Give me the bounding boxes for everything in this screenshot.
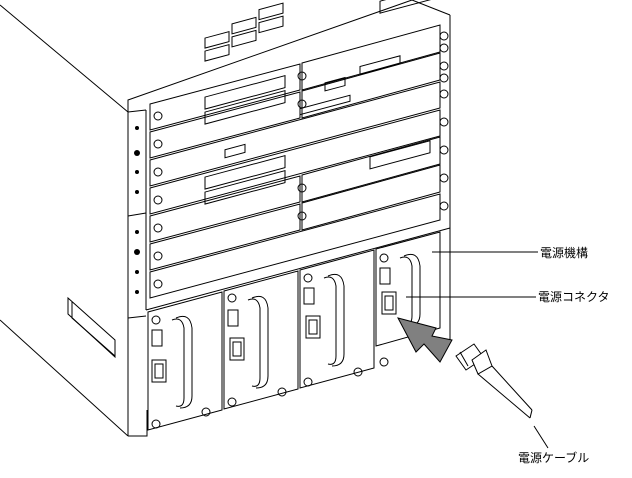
- power-connector-label: 電源コネクタ: [538, 290, 610, 304]
- psu-screws: [151, 253, 389, 429]
- left-edge-screws: [153, 111, 163, 289]
- card-ports: [204, 0, 441, 205]
- power-cable: [455, 343, 533, 419]
- power-unit-label: 電源機構: [540, 246, 589, 260]
- insertion-arrow: [397, 317, 453, 363]
- left-strip-leds: [134, 126, 140, 294]
- power-cable-label: 電源ケーブル: [518, 451, 590, 465]
- power-supply-bays: [147, 231, 441, 431]
- chassis-body: [0, 0, 451, 437]
- callout-leaders: [406, 251, 549, 449]
- upper-card-slots: [149, 24, 441, 299]
- psu-handles: [171, 253, 421, 409]
- right-edge-screws: [297, 31, 449, 221]
- psu-connectors: [151, 267, 397, 383]
